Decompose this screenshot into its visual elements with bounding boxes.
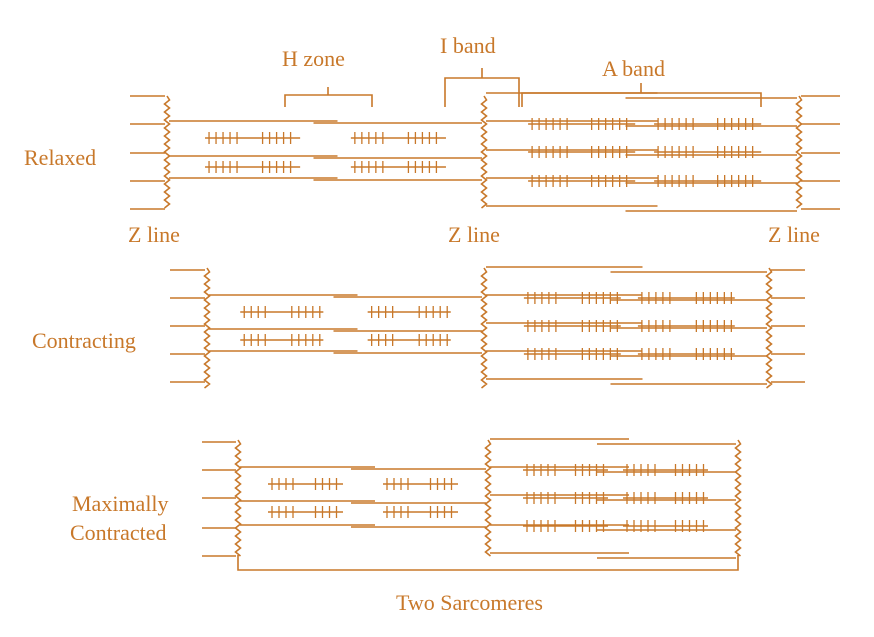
myosin-heads — [641, 348, 732, 360]
z-line — [484, 439, 492, 557]
myosin-heads — [527, 292, 618, 304]
myosin-heads — [626, 492, 705, 504]
stage-maximally-contracted — [202, 438, 742, 559]
z-line-label-right: Z line — [768, 222, 820, 247]
stage-label-relaxed: Relaxed — [24, 145, 97, 170]
myosin-heads — [531, 118, 628, 130]
two-sarcomeres-bracket — [237, 555, 739, 571]
myosin-heads — [641, 320, 732, 332]
z-line — [765, 267, 773, 389]
z-line — [480, 95, 488, 209]
stage-contracting — [170, 266, 805, 389]
a-band-label: A band — [602, 56, 665, 81]
myosin-heads — [243, 306, 321, 318]
myosin-heads — [208, 132, 292, 144]
stage-label-contracted: Contracted — [70, 520, 167, 545]
myosin-heads — [271, 478, 338, 490]
myosin-heads — [371, 306, 448, 318]
myosin-heads — [386, 478, 453, 490]
myosin-heads — [526, 492, 605, 504]
i-band-label: I band — [440, 33, 496, 58]
stage-label-maximally: Maximally — [72, 491, 169, 516]
myosin-heads — [386, 506, 453, 518]
z-line-label-mid: Z line — [448, 222, 500, 247]
two-sarcomeres-label: Two Sarcomeres — [396, 590, 543, 615]
z-line-label-left: Z line — [128, 222, 180, 247]
myosin-heads — [208, 161, 292, 173]
h-zone-label: H zone — [282, 46, 345, 71]
myosin-heads — [641, 292, 732, 304]
z-line — [795, 95, 803, 209]
z-line — [234, 439, 242, 557]
myosin-heads — [527, 348, 618, 360]
z-line — [203, 267, 211, 389]
myosin-heads — [626, 464, 705, 476]
myosin-heads — [657, 175, 754, 187]
h-zone-bracket — [284, 94, 373, 107]
myosin-heads — [243, 334, 321, 346]
myosin-heads — [531, 146, 628, 158]
myosin-heads — [354, 132, 438, 144]
myosin-heads — [526, 464, 605, 476]
a-band-bracket — [521, 92, 762, 107]
myosin-heads — [527, 320, 618, 332]
stage-label-contracting: Contracting — [32, 328, 136, 353]
stage-relaxed — [130, 92, 840, 212]
myosin-heads — [531, 175, 628, 187]
sarcomere-stages — [130, 92, 840, 559]
myosin-heads — [371, 334, 448, 346]
myosin-heads — [657, 146, 754, 158]
z-line — [734, 439, 742, 557]
myosin-heads — [657, 118, 754, 130]
myosin-heads — [271, 506, 338, 518]
z-line — [480, 267, 488, 389]
myosin-heads — [354, 161, 438, 173]
z-line — [163, 95, 171, 209]
